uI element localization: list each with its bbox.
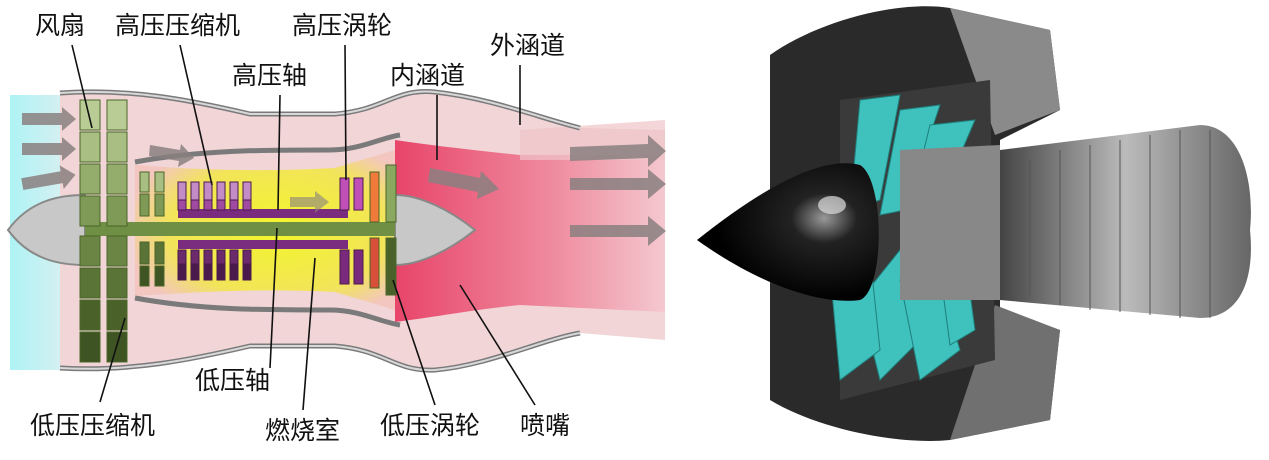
label-bypass-duct: 外涵道 <box>490 31 566 60</box>
label-fan: 风扇 <box>35 11 86 40</box>
fan-blades <box>79 99 128 363</box>
engine-spinner <box>697 163 879 301</box>
tail-cone <box>394 193 477 267</box>
label-combustor: 燃烧室 <box>265 416 341 445</box>
hp-shaft <box>178 209 348 218</box>
label-lp-shaft: 低压轴 <box>195 366 271 395</box>
flow-arrows <box>21 107 666 246</box>
leader-lines <box>71 44 536 411</box>
lp-compressor-blades <box>139 171 165 287</box>
label-hp-turbine: 高压涡轮 <box>292 11 393 40</box>
hp-turbine-blades <box>339 177 364 285</box>
lp-turbine-blades <box>369 164 397 296</box>
label-lp-compressor: 低压压缩机 <box>30 411 156 440</box>
label-lp-turbine: 低压涡轮 <box>380 411 481 440</box>
lp-shaft <box>85 222 395 236</box>
hp-compressor-blades <box>177 181 252 281</box>
label-core-duct: 内涵道 <box>390 61 466 90</box>
label-nozzle: 喷嘴 <box>520 411 571 440</box>
label-hp-shaft: 高压轴 <box>232 61 308 90</box>
label-hp-compressor: 高压压缩机 <box>115 11 241 40</box>
engine-cutaway-image <box>697 6 1251 441</box>
